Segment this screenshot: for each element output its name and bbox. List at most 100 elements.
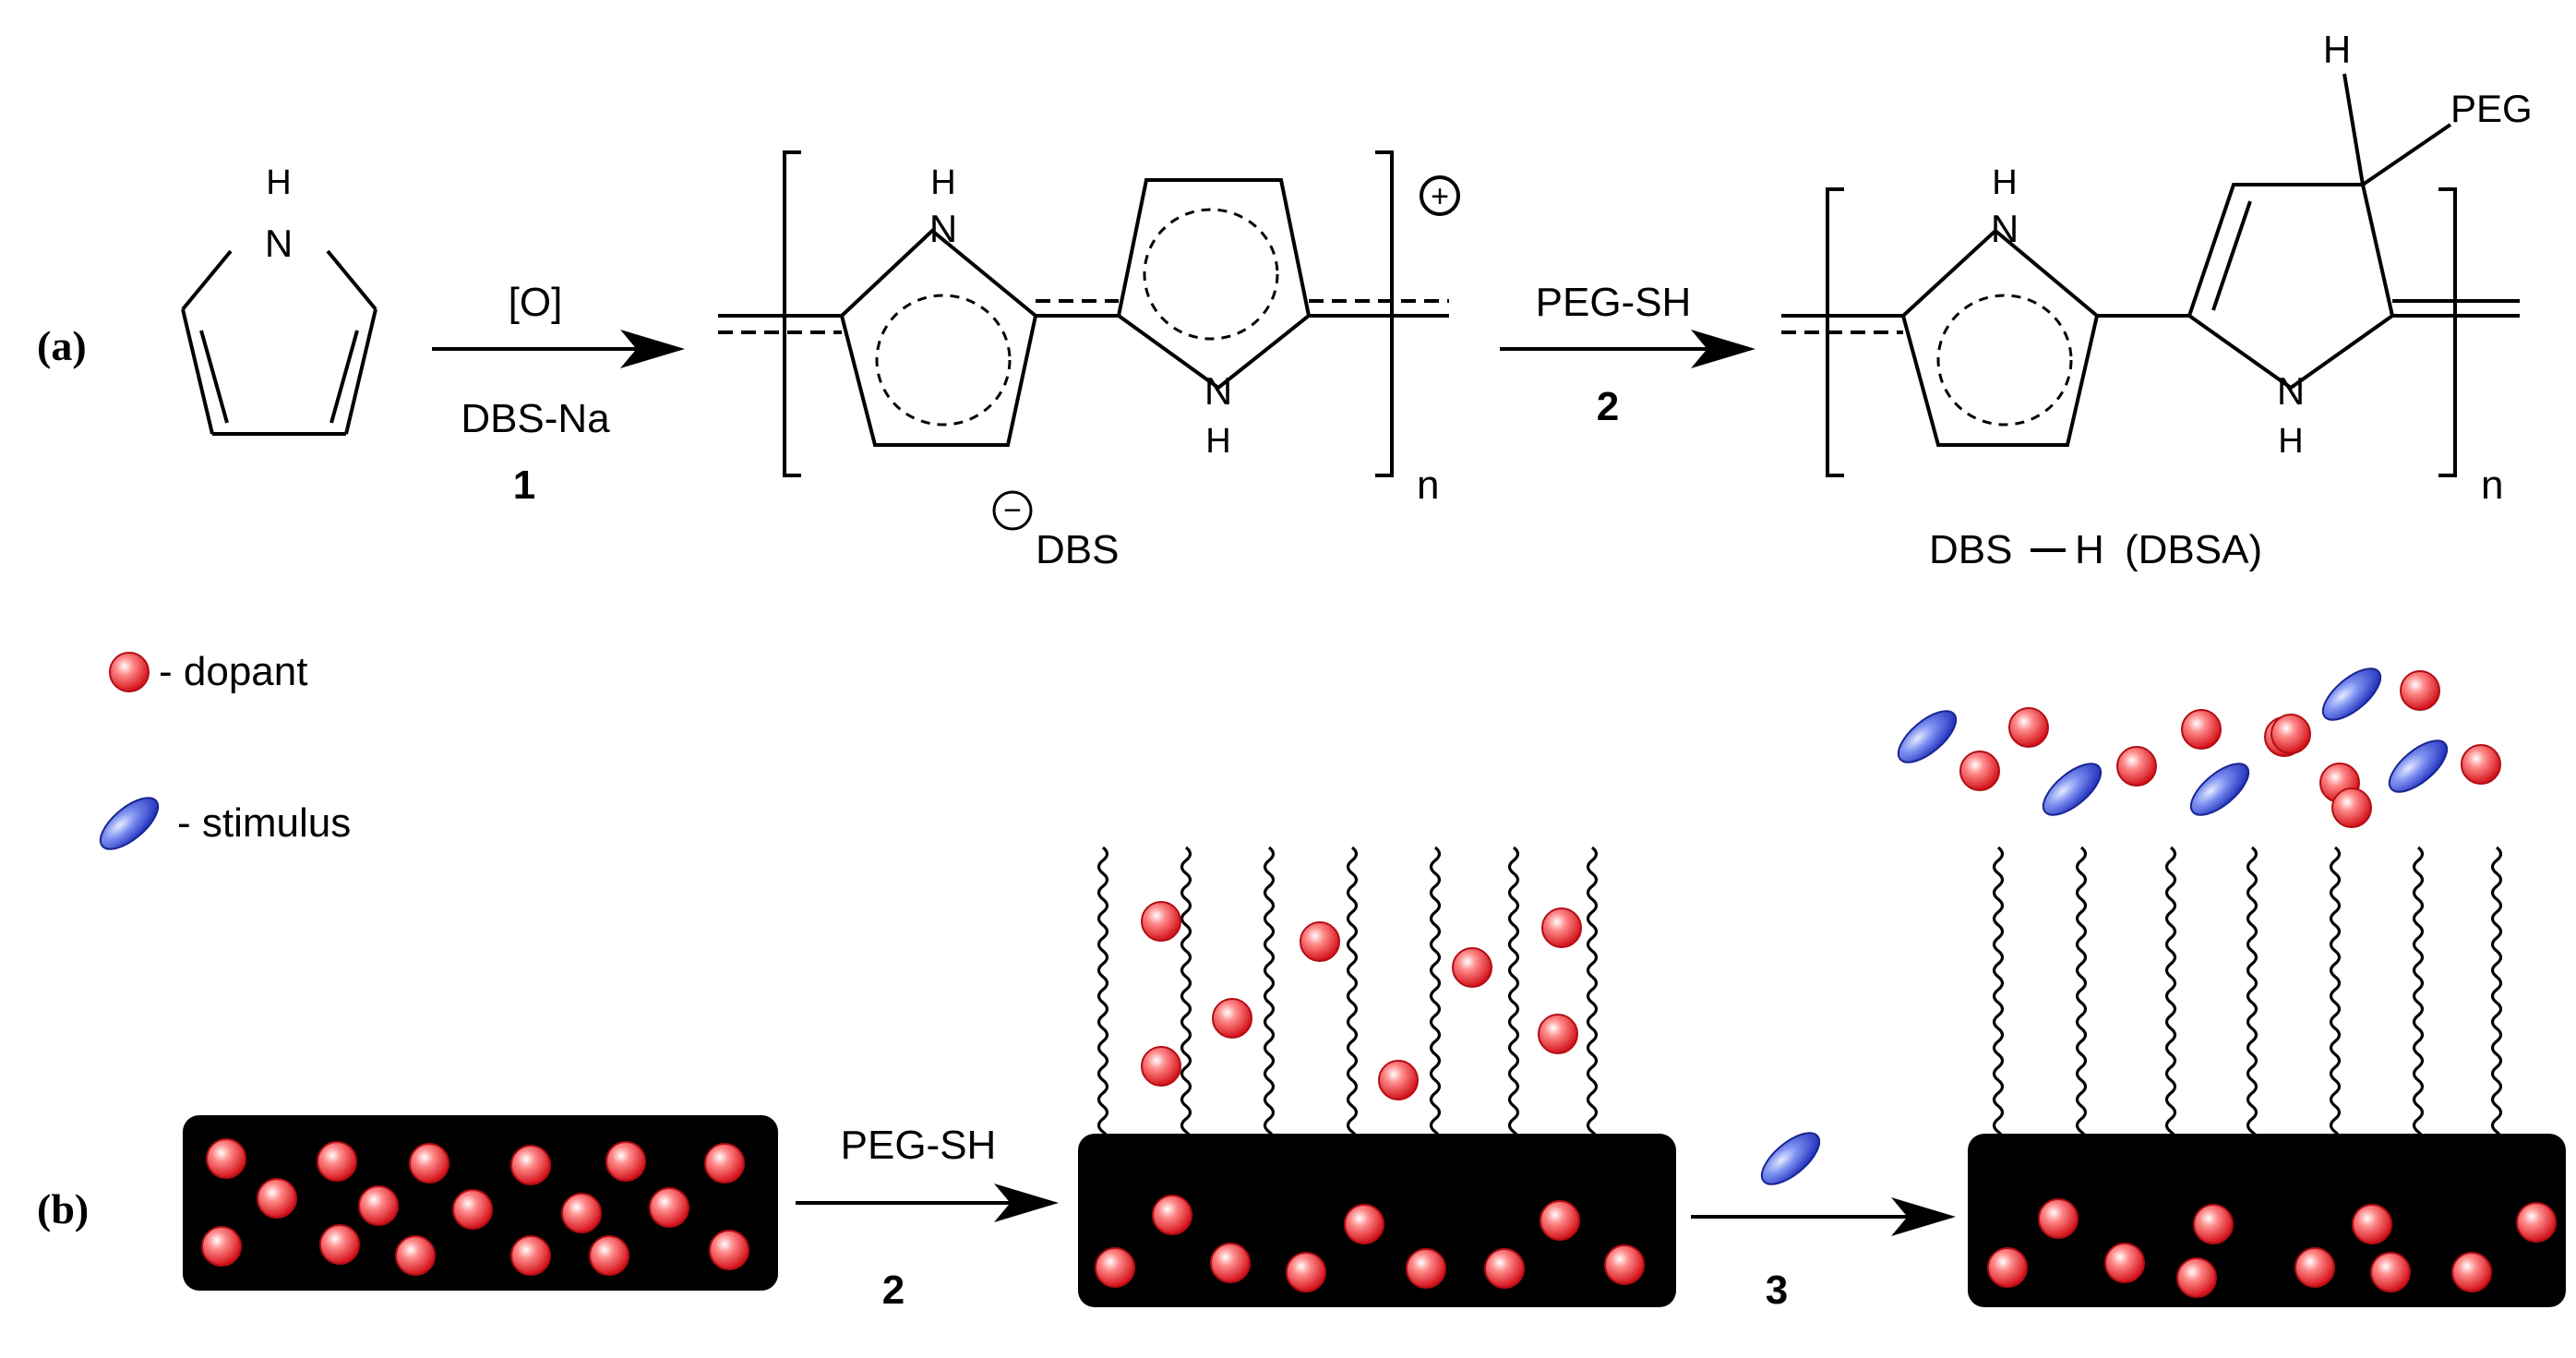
pyrrole-h-atom: H	[266, 163, 291, 202]
dopant-particle	[2461, 744, 2501, 785]
dopant-particle	[257, 1178, 297, 1219]
stimulus-particle	[1897, 710, 1958, 763]
dopant-particle	[2270, 714, 2311, 754]
dopant-particle	[2193, 1204, 2234, 1244]
dopant-particle	[2008, 707, 2049, 748]
dopant-particle	[1959, 751, 2000, 791]
dopant-particle	[2181, 709, 2222, 750]
dopant-particle	[1540, 1200, 1580, 1241]
dopant-particle	[2400, 670, 2440, 711]
dopant-particle	[2294, 1247, 2335, 1288]
panel-a-label: (a)	[37, 322, 87, 369]
dopant-particle	[1604, 1244, 1645, 1285]
dopant-particle	[1141, 901, 1181, 942]
dopant-particle	[201, 1226, 242, 1267]
ring1-n-atom: N	[929, 207, 957, 250]
dopant-particle	[1452, 947, 1492, 988]
step1-reagent: [O]	[509, 280, 563, 325]
dopant-particle	[2116, 746, 2157, 787]
arrow-stimulus-icon	[1760, 1132, 1821, 1185]
dopant-particle	[704, 1143, 745, 1184]
b-step2-number: 2	[882, 1268, 905, 1313]
step1-number: 1	[513, 463, 535, 508]
anion-charge-circle	[992, 490, 1033, 531]
dopant-particle	[605, 1141, 646, 1182]
step1-condition: DBS-Na	[461, 396, 610, 441]
dopant-particle	[709, 1230, 749, 1270]
legend-stimulus-label: - stimulus	[177, 800, 351, 846]
step2-reagent: PEG-SH	[1536, 280, 1692, 325]
polypyrrole-oxidized	[718, 150, 1460, 477]
dopant-particle	[2451, 1252, 2492, 1292]
dopant-particle	[1210, 1243, 1251, 1283]
dopant-particle	[1378, 1060, 1419, 1100]
dopant-particle	[317, 1141, 357, 1182]
ring3-n-atom: N	[1991, 207, 2019, 250]
ring4-h-atom: H	[2278, 422, 2303, 461]
legend-stimulus-icon	[99, 797, 160, 850]
b-step2-reagent: PEG-SH	[841, 1123, 997, 1168]
stimulus-particle	[2042, 763, 2103, 816]
anion-charge: −	[1003, 493, 1022, 528]
dopant-particle	[2104, 1243, 2145, 1283]
dopant-particle	[395, 1235, 436, 1276]
pyrrole-n-atom: N	[265, 222, 293, 265]
dopant-particle	[2038, 1198, 2079, 1239]
dopant-particle	[1152, 1195, 1192, 1235]
counterion-label: DBS	[1036, 527, 1119, 572]
dopant-particle	[1344, 1204, 1384, 1244]
repeat-n-2: n	[2481, 463, 2503, 508]
dopant-particle	[452, 1189, 493, 1230]
dopant-particle	[1987, 1247, 2028, 1288]
ring2-h-atom: H	[1205, 422, 1230, 461]
dopant-particle	[1300, 921, 1340, 962]
dopant-particle	[1484, 1248, 1525, 1289]
sp3-h-atom: H	[2323, 28, 2351, 71]
pyrrole-monomer	[181, 249, 377, 436]
dopant-particle	[409, 1143, 449, 1184]
b-step3-number: 3	[1766, 1268, 1788, 1313]
ring3-h-atom: H	[1992, 163, 2017, 202]
legend-dopant-label: - dopant	[159, 649, 307, 694]
dopant-particle	[358, 1185, 399, 1226]
panel-a: (a) N H [O] DBS-Na 1	[37, 28, 2533, 572]
legend-dopant-icon	[109, 652, 150, 692]
stimulus-particle	[2189, 763, 2250, 816]
dopant-particle	[1406, 1248, 1446, 1289]
dopant-particle	[510, 1145, 551, 1185]
peg-group-label: PEG	[2450, 87, 2533, 130]
dopant-particle	[1095, 1247, 1135, 1288]
dopant-particle	[2176, 1257, 2217, 1298]
stimulus-particle	[2321, 667, 2382, 721]
dopant-particle	[649, 1187, 689, 1228]
repeat-n-1: n	[1417, 463, 1439, 508]
dopant-particle	[561, 1193, 602, 1233]
acid-name: (DBSA)	[2125, 527, 2262, 572]
dopant-particle	[1538, 1014, 1578, 1054]
ring1-h-atom: H	[930, 163, 955, 202]
dopant-particle	[510, 1235, 551, 1276]
panel-b-label: (b)	[37, 1185, 89, 1232]
ring2-n-atom: N	[1204, 369, 1232, 413]
dopant-particle	[2370, 1252, 2411, 1292]
ring4-n-atom: N	[2277, 369, 2305, 413]
dopant-particle	[319, 1224, 360, 1265]
cation-charge: +	[1431, 179, 1449, 214]
acid-left: DBS	[1929, 527, 2012, 572]
dopant-particle	[2516, 1202, 2557, 1243]
dopant-particle	[589, 1235, 629, 1276]
step2-number: 2	[1597, 384, 1619, 429]
film-pegylated	[1078, 846, 1676, 1307]
dopant-particle	[1286, 1252, 1326, 1292]
dopant-particle	[1141, 1046, 1181, 1087]
acid-right: H	[2075, 527, 2104, 572]
dopant-particle	[206, 1138, 246, 1179]
film-released	[1897, 667, 2566, 1307]
panel-b: (b) - dopant - stimulus PEG-SH 2 3	[37, 649, 2566, 1313]
dopant-particle	[2352, 1204, 2392, 1244]
stimulus-particle	[2388, 739, 2449, 793]
dopant-particle	[1541, 907, 1582, 948]
polypyrrole-pegylated	[1781, 73, 2520, 477]
dopant-particle	[1212, 998, 1252, 1039]
